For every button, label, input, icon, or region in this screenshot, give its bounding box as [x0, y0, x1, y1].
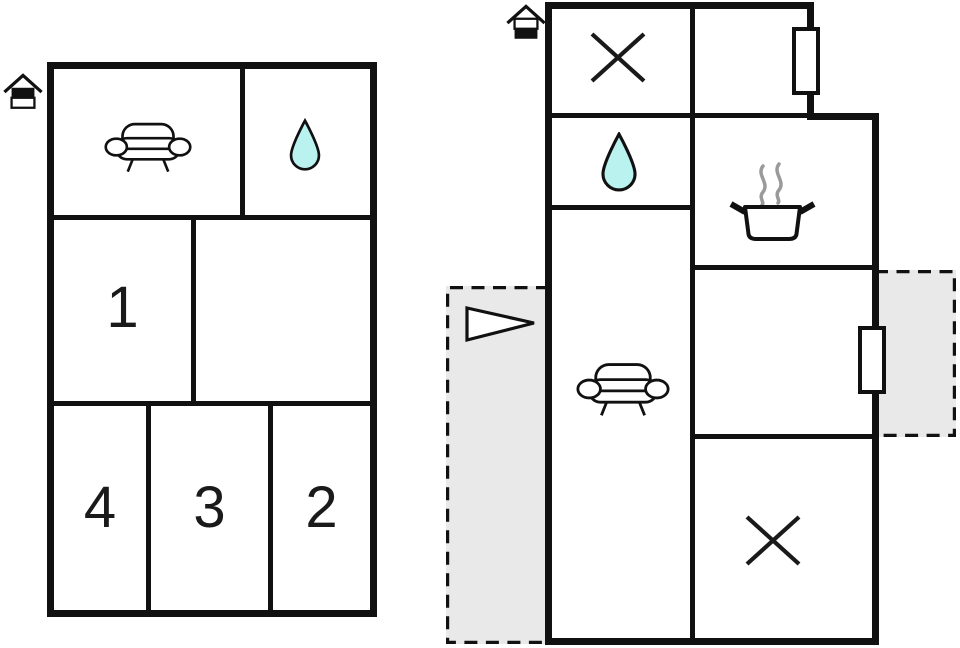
upper-floor-band: [513, 17, 539, 30]
water-drop-icon: [287, 116, 323, 174]
wall: [545, 2, 552, 645]
cooking-pot-icon: [710, 161, 828, 243]
radiator-icon: [858, 326, 886, 394]
wall: [47, 62, 377, 69]
roof: [3, 73, 43, 94]
upper-floor-plan: 1 4 3 2: [47, 62, 377, 617]
wall: [268, 401, 273, 610]
cross-icon: [743, 513, 803, 568]
water-drop-icon: [598, 132, 640, 192]
wall: [54, 215, 370, 220]
cross-icon: [588, 30, 648, 85]
radiator-icon: [792, 27, 820, 95]
pot-handle: [729, 201, 747, 215]
room-2-label: 2: [305, 475, 338, 540]
roof: [506, 4, 546, 25]
pot-body: [743, 205, 802, 241]
wall: [545, 638, 879, 645]
wall: [370, 62, 377, 617]
wall: [695, 265, 872, 270]
wall: [552, 205, 690, 210]
house-upper-floor-icon: [3, 72, 43, 114]
wall: [47, 610, 377, 617]
wall: [690, 9, 695, 638]
triangle-pointer-icon: [464, 304, 538, 344]
upper-floor-band: [11, 87, 35, 98]
sofa-icon: [576, 358, 670, 420]
house-ground-floor-icon: [506, 3, 546, 45]
wall: [54, 401, 370, 406]
wall: [240, 69, 245, 220]
wall: [47, 62, 54, 617]
wall: [545, 2, 814, 9]
room-4-label: 4: [83, 475, 117, 540]
wall: [146, 401, 151, 610]
wall: [552, 113, 872, 118]
steam: [759, 164, 767, 207]
wall: [695, 434, 872, 439]
ground-floor-plan: [445, 2, 957, 646]
pot-handle: [798, 201, 816, 215]
steam: [775, 162, 783, 205]
lower-floor-band: [10, 96, 36, 109]
room-3-label: 3: [193, 475, 226, 540]
sofa-icon: [104, 118, 192, 176]
room-1-label: 1: [106, 275, 139, 340]
ground-floor-band: [514, 28, 538, 39]
terrace-right: [875, 270, 956, 437]
wall: [191, 215, 196, 406]
